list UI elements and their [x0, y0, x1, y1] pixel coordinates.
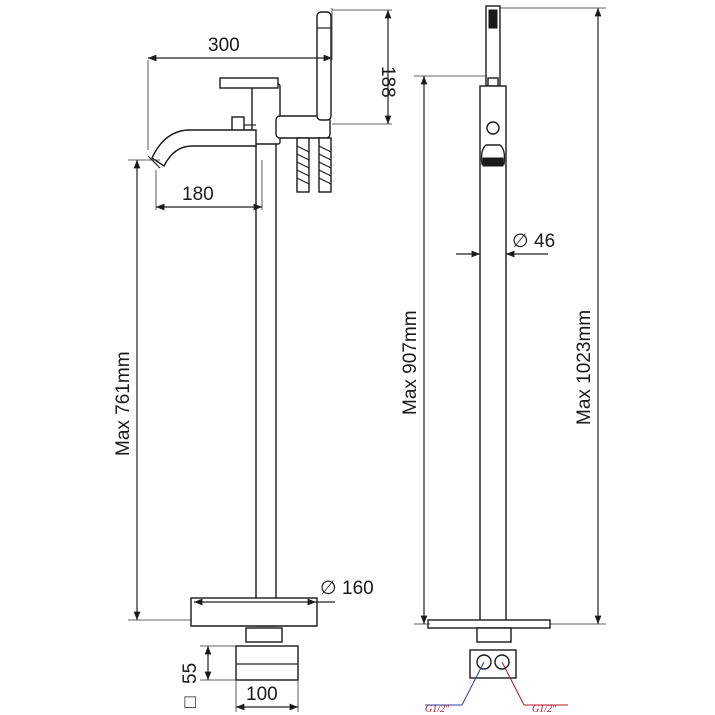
dim-1023: Max 1023mm [574, 310, 595, 425]
floor-flange-right [427, 619, 551, 629]
front-view [414, 5, 606, 706]
square-symbol-55: □ [180, 696, 201, 708]
main-column-left [255, 87, 277, 627]
floor-box-right [476, 627, 512, 643]
dim-55: 55 [180, 663, 201, 684]
connection-label-right: G1/2" [532, 704, 557, 715]
mount-block-left [235, 645, 299, 681]
handshower [316, 11, 332, 121]
hose-left [296, 137, 310, 193]
lever-handle [219, 77, 279, 89]
side-view [128, 8, 392, 712]
connection-label-left: G1/2" [425, 704, 450, 715]
dim-180: 180 [182, 184, 214, 205]
dim-300: 300 [208, 35, 240, 56]
spout [151, 129, 257, 168]
dim-188: 188 [377, 66, 398, 98]
dim-761: Max 761mm [113, 351, 134, 456]
floor-box-left [245, 627, 283, 643]
diameter-symbol-160: ∅ [320, 578, 337, 599]
diameter-symbol-46: ∅ [512, 231, 529, 252]
hose-right [318, 137, 332, 193]
dim-100: 100 [246, 684, 278, 705]
dim-46: 46 [534, 231, 555, 252]
main-column-right [479, 85, 507, 629]
diverter-knob-front [486, 121, 500, 135]
dim-160: 160 [342, 578, 374, 599]
dim-907: Max 907mm [400, 310, 421, 415]
